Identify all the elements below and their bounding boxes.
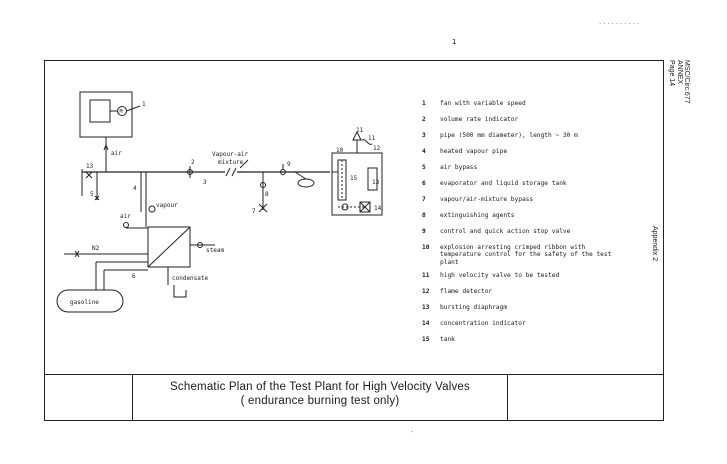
legend-text: high velocity valve to be tested — [440, 272, 560, 280]
label-15: 15 — [350, 175, 358, 182]
label-4: 4 — [133, 185, 137, 192]
label-12: 12 — [373, 145, 381, 152]
label-steam: steam — [206, 247, 224, 254]
legend-text: control and quick action stop valve — [440, 228, 571, 235]
legend-number: 1 — [422, 100, 426, 107]
legend-number: 8 — [422, 212, 426, 219]
title-cell — [132, 374, 508, 421]
legend-text: volume rate indicator — [440, 116, 519, 123]
legend-number: 2 — [422, 116, 426, 123]
legend-row: 3 pipe (500 mm diameter), length ~ 30 m — [422, 132, 622, 142]
legend-row: 2 volume rate indicator — [422, 116, 622, 126]
label-9: 9 — [287, 161, 291, 168]
label-14: 14 — [374, 205, 382, 212]
footer-mark: - — [410, 428, 415, 436]
label-mixture: mixture — [218, 159, 244, 166]
label-7: 7 — [252, 208, 256, 215]
evaporator — [123, 212, 215, 298]
label-10: 10 — [336, 147, 344, 154]
label-6: 6 — [132, 273, 136, 280]
label-8: 8 — [265, 191, 269, 198]
legend-number: 11 — [422, 272, 430, 280]
legend-number: 14 — [422, 320, 430, 328]
label-condensate: condensate — [172, 275, 209, 282]
legend-row: 7 vapour/air-mixture bypass — [422, 196, 622, 206]
legend-row: 12 flame detector — [422, 288, 622, 298]
legend-row: 4 heated vapour pipe — [422, 148, 622, 158]
test-tank — [331, 130, 383, 216]
legend-number: 7 — [422, 196, 426, 203]
label-3: 3 — [203, 179, 207, 186]
legend-text: tank — [440, 336, 455, 344]
legend-text: vapour/air-mixture bypass — [440, 196, 534, 203]
legend-row: 10 explosion arresting crimped ribbon wit… — [422, 244, 622, 266]
legend-row: 1 fan with variable speed — [422, 100, 622, 110]
svg-text:M: M — [120, 109, 123, 115]
label-vapour-air: Vapour-air — [212, 151, 249, 158]
legend-row: 5 air bypass — [422, 164, 622, 174]
legend-number: 13 — [422, 304, 430, 312]
legend-text: extinguishing agents — [440, 212, 515, 219]
legend-row: 14 concentration indicator — [422, 320, 622, 330]
drawing-frame — [44, 60, 664, 421]
legend-text: pipe (500 mm diameter), length ~ 30 m — [440, 132, 578, 139]
gasoline-tank — [56, 261, 148, 313]
label-2: 2 — [191, 159, 195, 166]
legend-text: bursting diaphragm — [440, 304, 508, 312]
legend-number: 15 — [422, 336, 430, 344]
title-block — [44, 374, 664, 421]
legend-number: 3 — [422, 132, 426, 139]
page-number: 1 — [452, 38, 457, 46]
drawing-subtitle: ( endurance burning test only) — [240, 395, 400, 407]
legend-text: air bypass — [440, 164, 478, 171]
legend-number: 5 — [422, 164, 426, 171]
label-vapour: vapour — [156, 202, 178, 209]
legend-text: heated vapour pipe — [440, 148, 508, 155]
label-13: 13 — [86, 163, 94, 170]
label-n2: N2 — [92, 245, 100, 252]
label-11a: 11 — [356, 127, 364, 134]
label-1: 1 — [142, 101, 146, 108]
label-air-small: air — [120, 213, 131, 220]
label-air: air — [111, 150, 122, 157]
label-11b: 11 — [368, 135, 376, 142]
legend-row: 6 evaporator and liquid storage tank — [422, 180, 622, 190]
legend-row: 15 tank — [422, 336, 622, 346]
legend-number: 4 — [422, 148, 426, 155]
legend-row: 13 bursting diaphragm — [422, 304, 622, 314]
legend-text: explosion arresting crimped ribbon with … — [440, 244, 612, 266]
legend: 1 fan with variable speed 2 volume rate ind… — [422, 100, 622, 352]
label-gasoline: gasoline — [70, 299, 99, 306]
scribble: .......... — [598, 18, 641, 26]
legend-text: concentration indicator — [440, 320, 526, 328]
legend-row: 9 control and quick action stop valve — [422, 228, 622, 238]
legend-number: 10 — [422, 244, 430, 251]
drawing-title: Schematic Plan of the Test Plant for Hig… — [170, 381, 470, 393]
legend-text: fan with variable speed — [440, 100, 526, 107]
legend-number: 6 — [422, 180, 426, 187]
fan-unit: M — [79, 91, 141, 138]
label-5: 5 — [90, 191, 94, 198]
legend-row: 8 extinguishing agents — [422, 212, 622, 222]
legend-number: 9 — [422, 228, 426, 235]
label-13b: 13 — [372, 179, 380, 186]
legend-row: 11 high velocity valve to be tested — [422, 272, 622, 282]
legend-text: evaporator and liquid storage tank — [440, 180, 567, 187]
legend-text: flame detector — [440, 288, 493, 296]
legend-number: 12 — [422, 288, 430, 296]
